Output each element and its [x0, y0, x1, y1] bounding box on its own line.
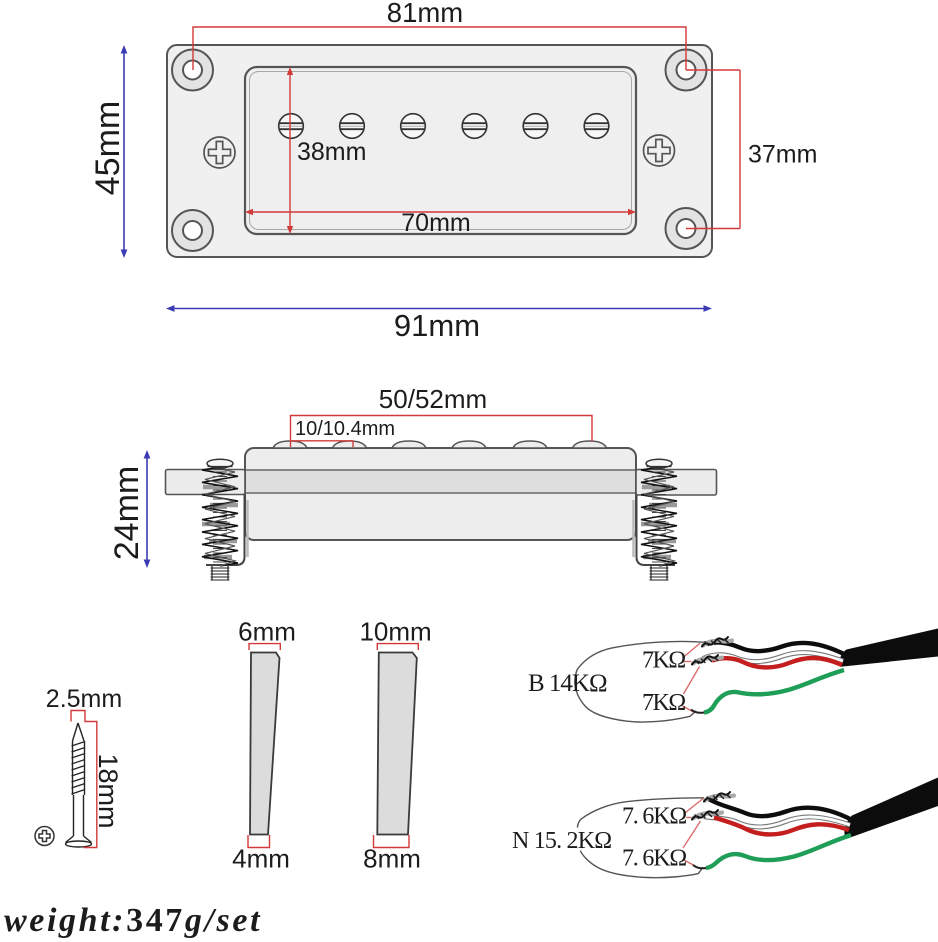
svg-text:24mm: 24mm [108, 466, 146, 560]
svg-text:2.5mm: 2.5mm [46, 685, 122, 713]
svg-text:37mm: 37mm [748, 141, 817, 169]
svg-text:38mm: 38mm [297, 138, 366, 166]
svg-text:8mm: 8mm [363, 844, 421, 874]
svg-text:50/52mm: 50/52mm [379, 384, 487, 414]
svg-text:10/10.4mm: 10/10.4mm [295, 418, 395, 440]
svg-text:7KΩ: 7KΩ [642, 690, 685, 716]
svg-text:81mm: 81mm [387, 0, 463, 28]
svg-text:18mm: 18mm [93, 753, 123, 828]
svg-text:10mm: 10mm [359, 617, 431, 647]
svg-text:70mm: 70mm [401, 209, 470, 237]
svg-text:7KΩ: 7KΩ [642, 648, 685, 674]
svg-text:6mm: 6mm [238, 617, 296, 647]
svg-text:weight:347g/set: weight:347g/set [4, 902, 262, 939]
svg-text:7. 6KΩ: 7. 6KΩ [622, 804, 686, 830]
svg-text:7. 6KΩ: 7. 6KΩ [622, 846, 686, 872]
svg-text:91mm: 91mm [394, 308, 480, 343]
svg-text:N 15. 2KΩ: N 15. 2KΩ [512, 828, 611, 854]
svg-text:45mm: 45mm [89, 101, 127, 195]
svg-text:B 14KΩ: B 14KΩ [528, 670, 607, 697]
svg-text:4mm: 4mm [232, 844, 290, 874]
